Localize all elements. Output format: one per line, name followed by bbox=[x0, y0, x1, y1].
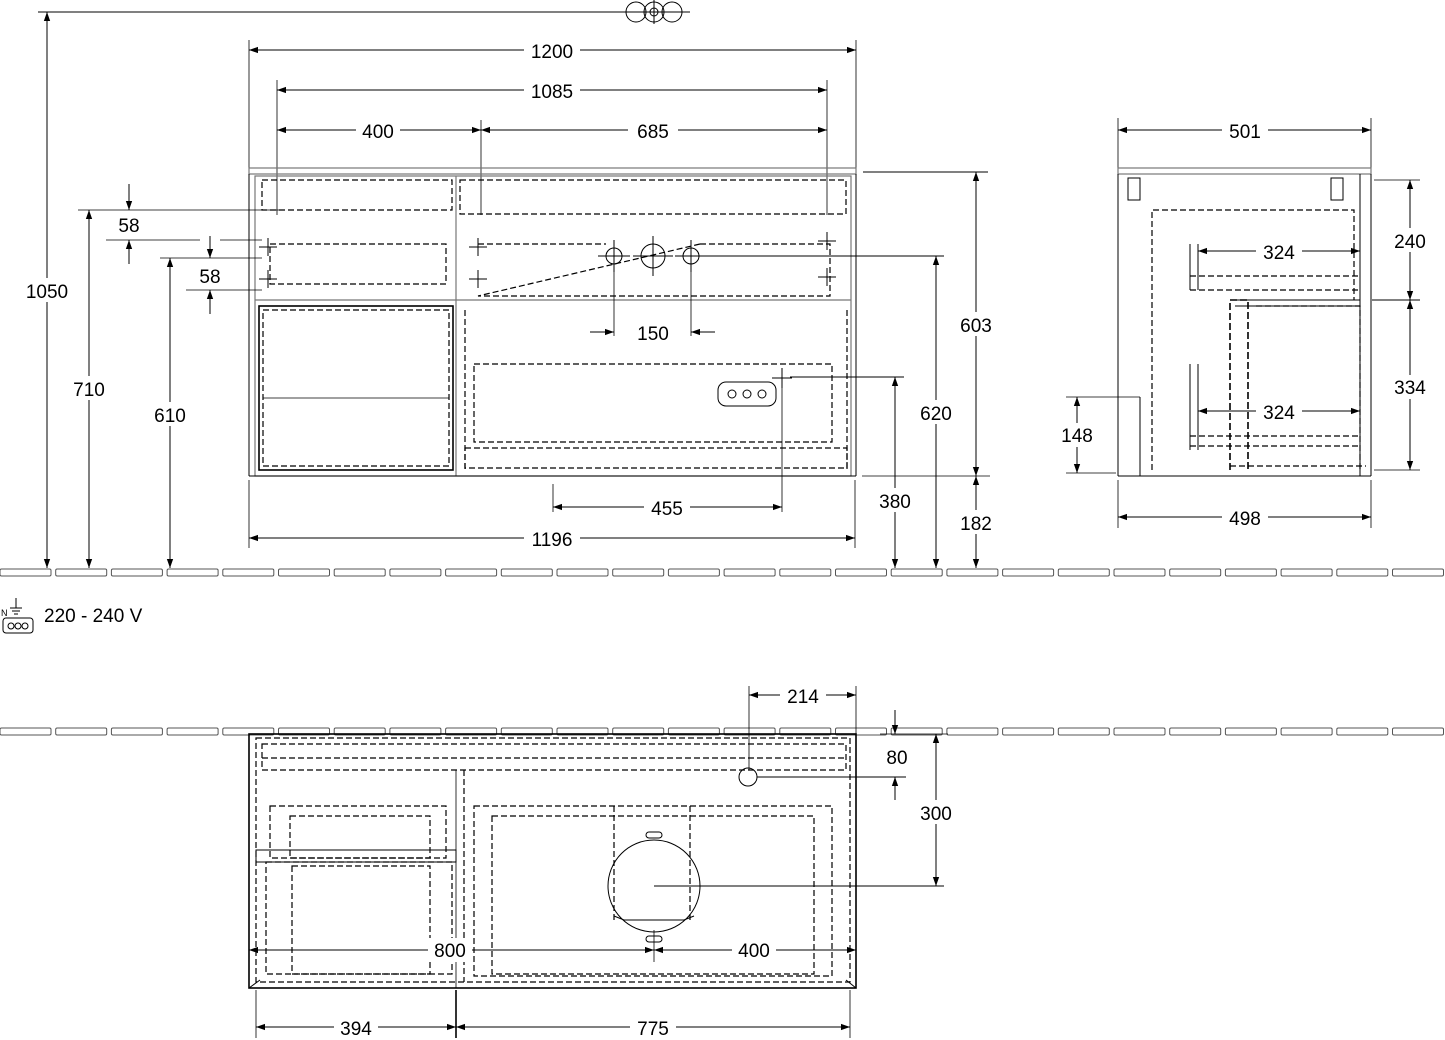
dim-offset-214: 214 bbox=[787, 687, 819, 708]
tile bbox=[1336, 568, 1389, 577]
svg-text:N: N bbox=[1, 608, 8, 618]
dim-height-148: 148 bbox=[1061, 426, 1093, 447]
dim-width-bottom: 1196 bbox=[532, 530, 573, 551]
voltage-label: 220 - 240 V bbox=[44, 606, 143, 627]
tile bbox=[55, 727, 108, 736]
tile bbox=[835, 568, 887, 577]
dim-height-610: 610 bbox=[154, 406, 186, 427]
tile bbox=[890, 568, 943, 577]
tile bbox=[556, 568, 609, 577]
tile bbox=[1280, 727, 1333, 736]
dim-depth-top: 501 bbox=[1229, 122, 1261, 143]
tile bbox=[612, 568, 665, 577]
top-view: 214 80 bbox=[0, 683, 1444, 1040]
dim-height-380: 380 bbox=[879, 492, 911, 513]
dim-height-240: 240 bbox=[1394, 232, 1426, 253]
tile bbox=[1057, 568, 1110, 577]
tile bbox=[723, 568, 776, 577]
dim-width-total: 1200 bbox=[531, 42, 573, 63]
tile bbox=[110, 727, 163, 736]
dim-width-left: 400 bbox=[362, 122, 394, 143]
siphon-icon bbox=[607, 831, 701, 943]
dim-depth-bottom: 498 bbox=[1229, 509, 1261, 530]
dim-width-775: 775 bbox=[637, 1019, 669, 1040]
dim-height-334: 334 bbox=[1394, 378, 1426, 399]
tile bbox=[1224, 568, 1277, 577]
tile bbox=[779, 568, 832, 577]
tile bbox=[500, 568, 553, 577]
tile bbox=[1336, 727, 1389, 736]
tile bbox=[333, 568, 386, 577]
tile bbox=[1169, 727, 1222, 736]
tile bbox=[55, 568, 108, 577]
dim-width-400: 400 bbox=[738, 941, 770, 962]
tile bbox=[1057, 727, 1110, 736]
front-view: 1200 1085 400 685 bbox=[0, 0, 1444, 577]
dim-height-182: 182 bbox=[960, 514, 992, 535]
dim-height-710: 710 bbox=[73, 380, 105, 401]
tile bbox=[1392, 568, 1444, 577]
side-view: 501 324 324 240 bbox=[1056, 118, 1430, 530]
tile bbox=[946, 727, 999, 736]
dim-height-620: 620 bbox=[920, 404, 952, 425]
tile bbox=[166, 568, 219, 577]
tile bbox=[389, 568, 442, 577]
tile bbox=[667, 568, 720, 577]
socket-icon bbox=[717, 368, 792, 407]
dim-tap-spacing: 150 bbox=[637, 324, 669, 345]
dim-height-overall: 1050 bbox=[26, 282, 68, 303]
tile bbox=[890, 727, 943, 736]
dim-offset-58-bottom: 58 bbox=[199, 267, 220, 288]
dim-depth-300: 300 bbox=[920, 804, 952, 825]
tile bbox=[1113, 727, 1166, 736]
dim-offset-58-top: 58 bbox=[118, 216, 139, 237]
tile bbox=[1280, 568, 1333, 577]
dim-width-inner: 1085 bbox=[531, 82, 573, 103]
tile bbox=[1002, 727, 1055, 736]
tile bbox=[1169, 568, 1222, 577]
tile bbox=[1224, 727, 1277, 736]
dim-height-603: 603 bbox=[960, 316, 992, 337]
dim-offset-80: 80 bbox=[886, 748, 907, 769]
power-socket-icon: N bbox=[1, 598, 34, 634]
dim-drawer-depth-top: 324 bbox=[1263, 243, 1295, 264]
tile bbox=[0, 727, 52, 736]
tile bbox=[166, 727, 219, 736]
floor-tiles bbox=[0, 568, 1444, 577]
tile bbox=[1392, 727, 1444, 736]
tap-symbol-icon bbox=[618, 0, 690, 24]
tile bbox=[1113, 568, 1166, 577]
tap-hole-center-icon bbox=[633, 236, 673, 276]
dim-width-right: 685 bbox=[637, 122, 669, 143]
tile bbox=[278, 568, 330, 577]
tile bbox=[1002, 568, 1055, 577]
tile bbox=[222, 568, 275, 577]
dim-socket-offset: 455 bbox=[651, 499, 683, 520]
tile bbox=[946, 568, 999, 577]
dim-width-394: 394 bbox=[340, 1019, 372, 1040]
tile bbox=[445, 568, 498, 577]
tile bbox=[110, 568, 163, 577]
dim-width-800: 800 bbox=[434, 941, 466, 962]
dim-drawer-depth-bottom: 324 bbox=[1263, 403, 1295, 424]
tile bbox=[0, 568, 52, 577]
